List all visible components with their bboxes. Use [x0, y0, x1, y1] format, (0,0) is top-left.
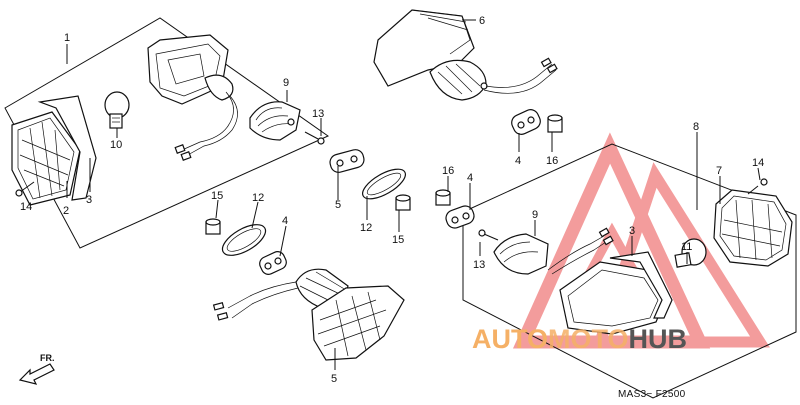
callout-10: 10: [110, 139, 122, 151]
rubber-part-4-upper: [511, 109, 541, 135]
callout-labels: 1 2 3 14 10 9 13 6 4 16 8 14 7 16 4 12 5…: [20, 15, 764, 385]
callout-12-lower: 12: [252, 192, 264, 204]
gasket-part-12-mid: [362, 168, 406, 200]
gasket-part-12-lower: [221, 224, 267, 256]
nut-part-16-right: [435, 189, 451, 206]
group-8-box: [462, 143, 797, 399]
callout-16-right: 16: [442, 165, 454, 177]
callout-1: 1: [64, 32, 70, 44]
cover-part-9-right: [493, 233, 549, 275]
rubber-part-4-right: [445, 205, 475, 229]
callout-12-mid: 12: [360, 222, 372, 234]
watermark-auto: AUTO: [472, 324, 548, 354]
screw-part-14-right: [747, 178, 768, 195]
callout-4-lower: 4: [282, 215, 288, 227]
callout-4-right: 4: [467, 172, 473, 184]
watermark-moto: MOTO: [548, 324, 629, 354]
gasket-part-3-right: [609, 251, 673, 319]
callout-15-lower: 15: [211, 190, 223, 202]
callout-9: 9: [283, 77, 289, 89]
callout-4-upper: 4: [515, 155, 521, 167]
bulb-part-10: [104, 91, 130, 129]
callout-11: 11: [681, 241, 692, 253]
callout-8: 8: [693, 121, 699, 133]
direction-label: FR.: [40, 353, 55, 363]
callout-7: 7: [716, 165, 722, 177]
svg-text:AUTOMOTOHUB: AUTOMOTOHUB: [472, 324, 687, 354]
nut-part-16-upper: [547, 114, 563, 133]
diagram-code: MAS3− F2500: [618, 389, 686, 400]
callout-13-right: 13: [473, 259, 485, 271]
callout-13: 13: [312, 108, 324, 120]
bulb-part-11: [674, 238, 707, 268]
nut-part-15-mid: [395, 194, 411, 211]
group-1-box: [4, 17, 330, 249]
callout-14: 14: [20, 201, 32, 213]
lamp-housing: [147, 34, 238, 161]
front-turn-signal-part-6: [373, 9, 558, 101]
callout-14-right: 14: [752, 157, 764, 169]
rubber-part-4-lower: [259, 251, 287, 275]
leader-lines: [66, 19, 761, 370]
gasket-part-3: [37, 95, 97, 201]
callout-6: 6: [479, 15, 485, 27]
screw-part-13: [304, 131, 325, 145]
watermark-text: AUTOMOTOHUB: [472, 324, 687, 354]
rear-lens-part-2: [11, 111, 81, 206]
callout-16-upper: 16: [546, 155, 558, 167]
rubber-part-4-mid: [329, 149, 365, 173]
screw-part-14: [15, 181, 35, 197]
callout-3: 3: [86, 194, 92, 206]
front-direction-indicator: FR.: [18, 353, 55, 385]
watermark-hub: HUB: [629, 324, 688, 354]
front-turn-signal-part-5: [212, 268, 405, 361]
arrow-icon: [18, 363, 55, 385]
callout-5: 5: [331, 373, 337, 385]
callout-4-mid: 5: [335, 199, 341, 211]
screw-part-13-right: [478, 229, 499, 241]
nut-part-15-lower: [205, 218, 221, 235]
callout-2: 2: [63, 205, 69, 217]
rear-lens-part-7: [713, 189, 793, 267]
callout-3-right: 3: [629, 225, 635, 237]
cover-part-9: [249, 101, 301, 141]
callout-15-mid: 15: [392, 234, 404, 246]
callout-9-right: 9: [532, 209, 538, 221]
